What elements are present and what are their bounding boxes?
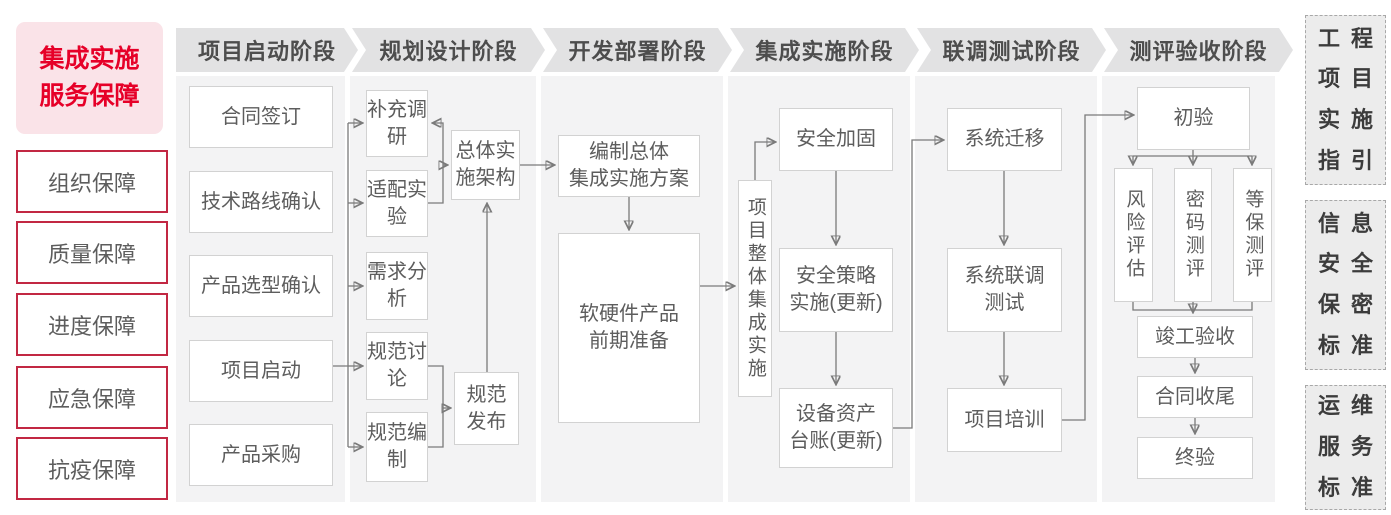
node-initial-acceptance: 初验: [1137, 87, 1250, 150]
node-completion-acceptance: 竣工验收: [1137, 316, 1253, 358]
assurance-item-emergency: 应急保障: [16, 366, 168, 429]
node-crypto-evaluation: 密码测评: [1174, 168, 1212, 302]
node-system-migration: 系统迁移: [947, 108, 1062, 171]
assurance-item-epidemic: 抗疫保障: [16, 437, 168, 500]
phase-header-project-kickoff: 项目启动阶段: [176, 28, 358, 72]
node-tech-route-confirm: 技术路线确认: [189, 171, 333, 233]
node-spec-drafting: 规范编制: [366, 412, 428, 482]
phase-header-dev-deploy: 开发部署阶段: [543, 28, 732, 72]
node-risk-assessment: 风险评估: [1114, 168, 1153, 302]
node-supplementary-research: 补充调研: [366, 90, 428, 157]
assurance-item-organization: 组织保障: [16, 150, 168, 213]
node-overall-implementation-architecture: 总体实 施架构: [451, 130, 520, 200]
node-requirement-analysis: 需求分析: [366, 252, 428, 320]
standard-engineering-guide: 工程 项目 实施 指引: [1305, 15, 1386, 185]
node-security-hardening: 安全加固: [779, 108, 893, 171]
node-system-joint-test: 系统联调 测试: [947, 248, 1062, 332]
node-product-procurement: 产品采购: [189, 424, 333, 486]
node-project-training: 项目培训: [947, 388, 1062, 452]
node-classified-protection-evaluation: 等保测评: [1233, 168, 1272, 302]
node-contract-closure: 合同收尾: [1137, 376, 1253, 418]
node-adaptation-test: 适配实验: [366, 170, 428, 237]
node-product-selection-confirm: 产品选型确认: [189, 255, 333, 317]
node-overall-project-integration: 项目整体集成实施: [738, 180, 772, 397]
node-spec-release: 规范 发布: [454, 372, 519, 445]
phase-header-integration: 集成实施阶段: [730, 28, 919, 72]
diagram-title: 集成实施 服务保障: [16, 22, 163, 134]
node-project-kickoff: 项目启动: [189, 340, 333, 402]
node-final-acceptance: 终验: [1137, 437, 1253, 479]
node-security-policy-implementation: 安全策略 实施(更新): [779, 248, 893, 332]
node-contract-signing: 合同签订: [189, 86, 333, 148]
standard-ops-service: 运维 服务 标准: [1305, 385, 1386, 510]
node-overall-integration-plan: 编制总体 集成实施方案: [558, 135, 700, 197]
phase-header-acceptance: 测评验收阶段: [1104, 28, 1293, 72]
node-hw-sw-preparation: 软硬件产品 前期准备: [558, 233, 700, 423]
assurance-item-quality: 质量保障: [16, 221, 168, 284]
node-spec-discussion: 规范讨论: [366, 332, 428, 400]
assurance-item-schedule: 进度保障: [16, 293, 168, 356]
standard-infosec-confidentiality: 信息 安全 保密 标准: [1305, 200, 1386, 370]
phase-header-joint-test: 联调测试阶段: [917, 28, 1106, 72]
phase-header-planning-design: 规划设计阶段: [352, 28, 545, 72]
node-asset-ledger-update: 设备资产 台账(更新): [779, 388, 893, 468]
